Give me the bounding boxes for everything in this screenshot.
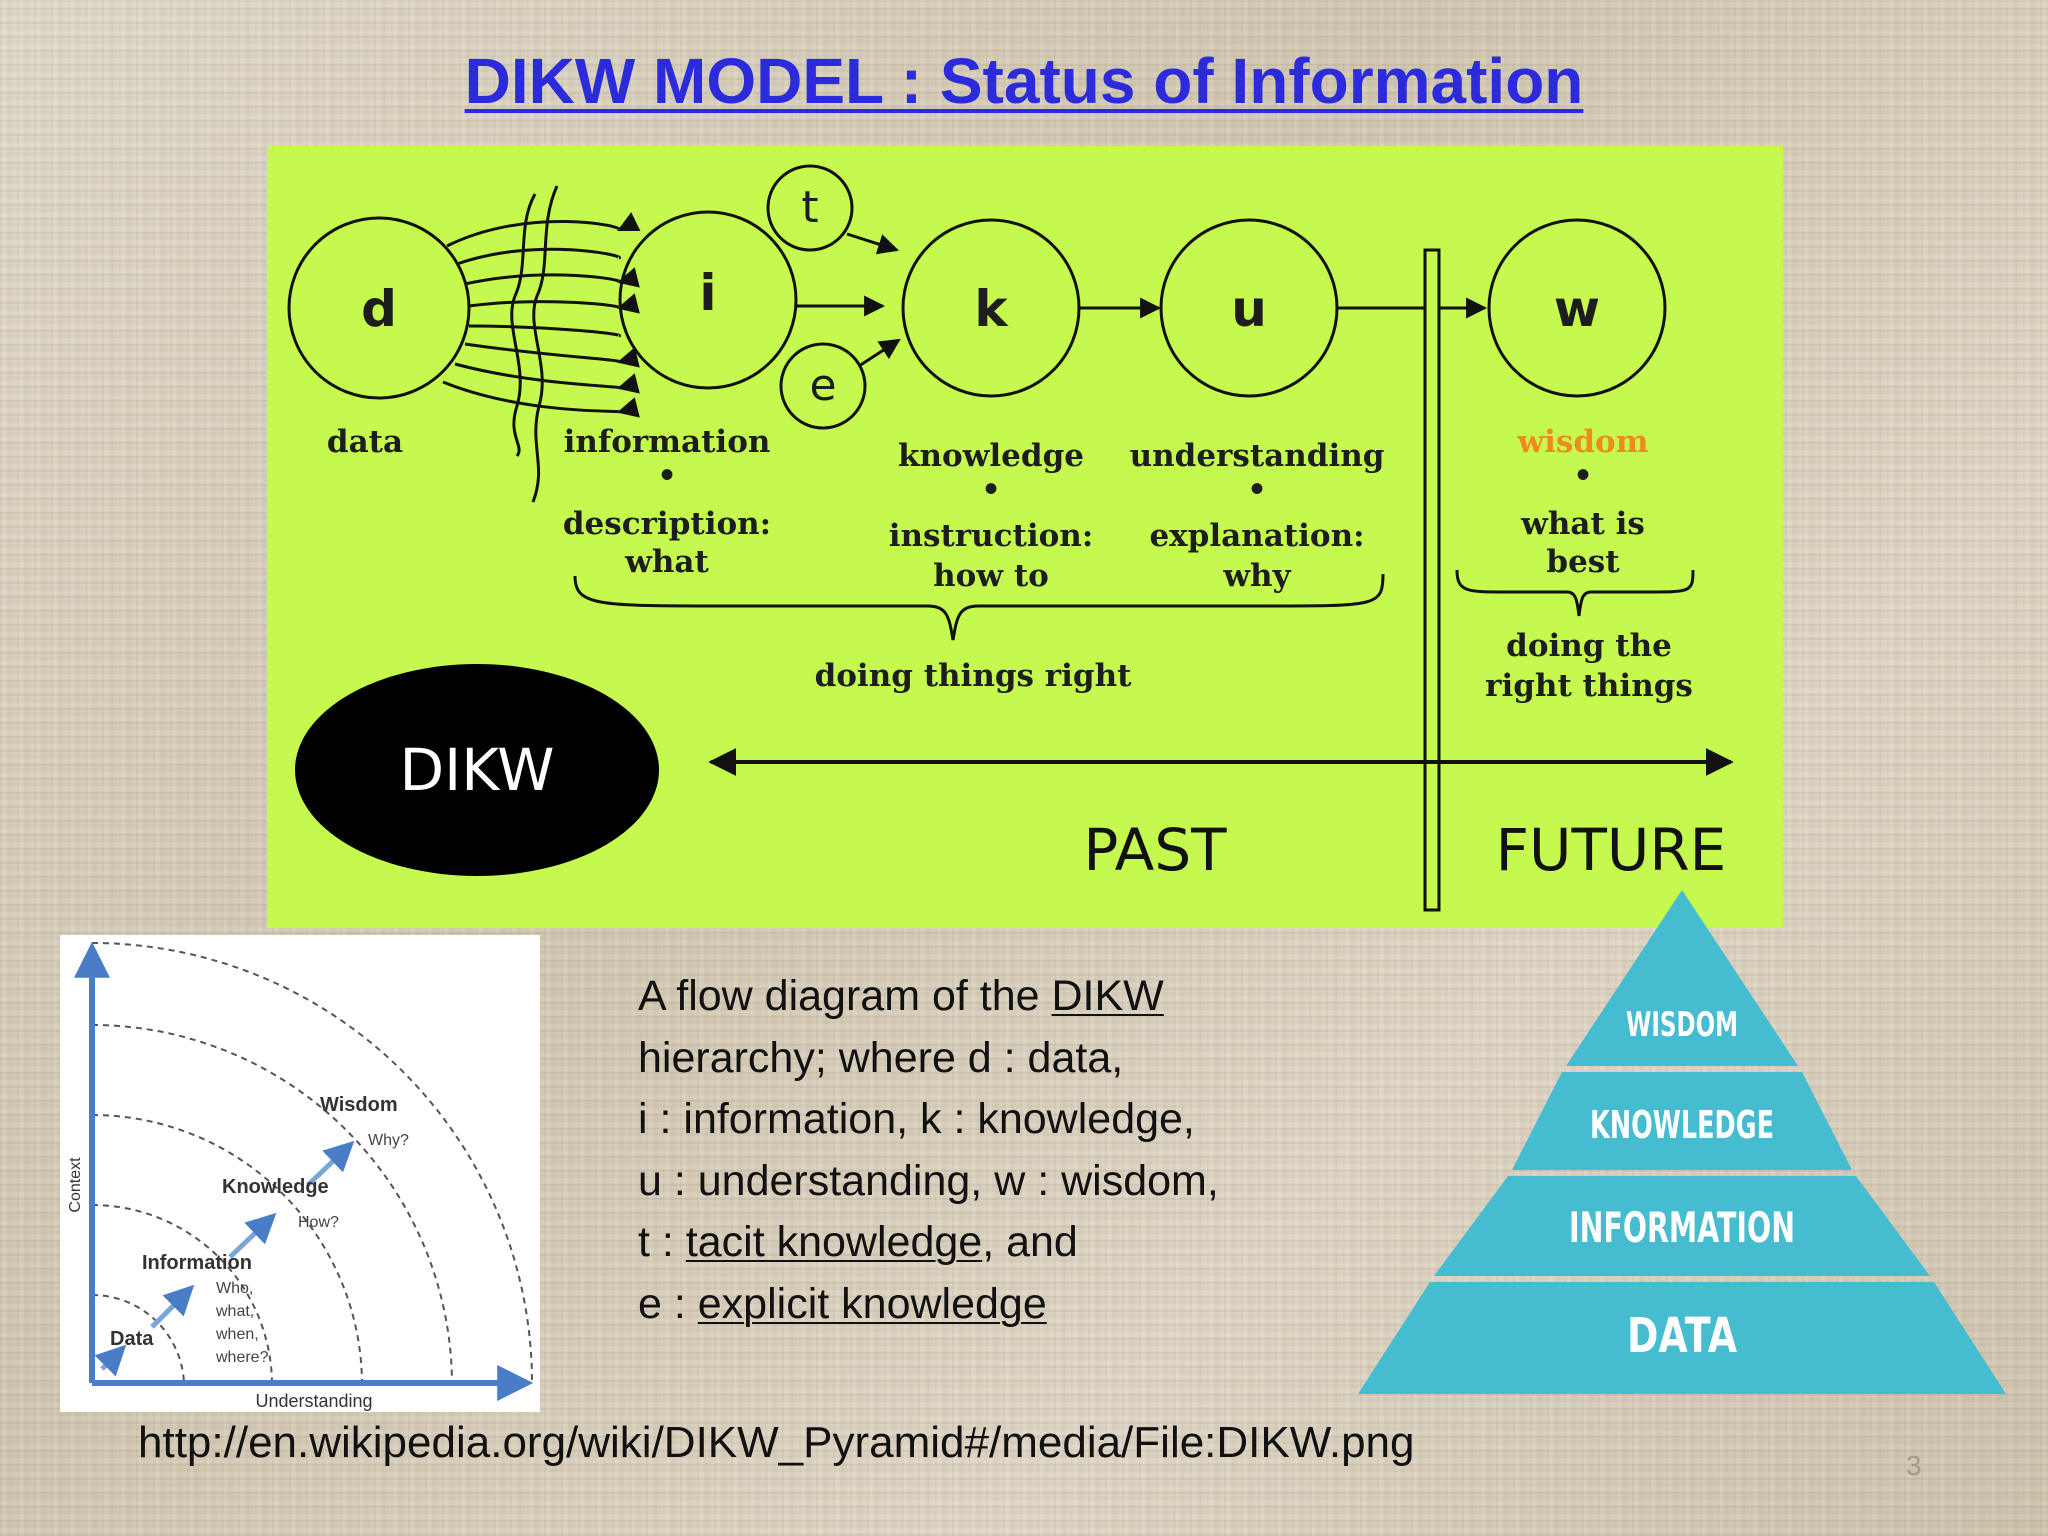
question-where: where?	[215, 1349, 269, 1366]
node-w-letter: w	[1554, 280, 1600, 338]
node-t-letter: t	[801, 182, 818, 233]
node-e-circle	[779, 342, 867, 430]
bullet-understanding: •	[1247, 472, 1267, 508]
node-i-letter: i	[699, 264, 716, 322]
level-wisdom: Wisdom	[320, 1094, 398, 1116]
caption-text: A flow diagram of the	[638, 972, 1052, 1020]
desc-wisdom-2: best	[1546, 544, 1620, 580]
node-k-letter: k	[974, 280, 1009, 338]
caption-line-1: A flow diagram of the DIKW	[638, 966, 1358, 1028]
pyramid-label-information: INFORMATION	[1569, 1203, 1795, 1252]
label-information: information	[564, 424, 771, 460]
caption-line-2: hierarchy; where d : data,	[638, 1033, 1124, 1082]
dikw-link[interactable]: DIKW	[1051, 972, 1164, 1020]
mini-chart-svg: Context Understanding Data Information K…	[67, 941, 534, 1411]
page-number: 3	[1906, 1450, 1922, 1481]
level-data: Data	[110, 1328, 154, 1350]
label-doing-the: doing the	[1506, 628, 1672, 664]
label-doing-things-right: doing things right	[815, 658, 1133, 694]
node-e-letter: e	[809, 360, 836, 411]
desc-knowledge-1: instruction:	[889, 518, 1094, 554]
level-information: Information	[142, 1252, 252, 1274]
x-axis-label: Understanding	[255, 1391, 372, 1411]
arrow-e-k	[858, 338, 901, 368]
pyramid-label-knowledge: KNOWLEDGE	[1590, 1103, 1774, 1147]
node-u-letter: u	[1231, 280, 1267, 338]
caption-text: e :	[638, 1279, 698, 1328]
pyramid-knowledge	[1512, 1072, 1852, 1170]
source-url[interactable]: http://en.wikipedia.org/wiki/DIKW_Pyrami…	[138, 1418, 1415, 1467]
caption-line-6: e : explicit knowledge	[638, 1274, 1358, 1336]
bullet-information: •	[657, 458, 677, 494]
arrow-t-k	[846, 232, 900, 255]
pyramid-wisdom	[1566, 890, 1798, 1066]
tacit-knowledge-link[interactable]: tacit knowledge	[685, 1218, 983, 1266]
question-when: when,	[215, 1326, 259, 1343]
dikw-context-understanding-chart: Context Understanding Data Information K…	[60, 935, 540, 1412]
node-t-circle	[766, 164, 854, 252]
bullet-knowledge: •	[981, 472, 1001, 508]
dikw-pyramid: WISDOM KNOWLEDGE INFORMATION DATA	[1352, 886, 2012, 1405]
label-knowledge: knowledge	[898, 438, 1084, 474]
flow-svg: d i t e k u	[287, 164, 1734, 912]
fan-arrows	[442, 185, 641, 503]
slide-title: DIKW MODEL : Status of Information	[464, 45, 1584, 117]
node-w-circle	[1487, 218, 1667, 398]
label-understanding: understanding	[1130, 438, 1385, 474]
dikw-flow-diagram: d i t e k u	[267, 146, 1783, 928]
node-d-circle	[287, 216, 471, 400]
desc-wisdom-1: what is	[1520, 506, 1645, 542]
caption-line-5: t : tacit knowledge, and	[638, 1212, 1358, 1274]
past-future-divider	[1423, 248, 1441, 912]
dikw-badge-text: DIKW	[399, 736, 554, 804]
question-who: Who,	[216, 1280, 253, 1297]
question-how: How?	[298, 1214, 339, 1231]
label-data: data	[327, 424, 403, 460]
pyramid-data	[1358, 1282, 2006, 1394]
caption-text: , and	[982, 1218, 1078, 1266]
label-wisdom: wisdom	[1516, 424, 1648, 460]
diagram-caption: A flow diagram of the DIKW hierarchy; wh…	[638, 966, 1358, 1335]
label-right-things: right things	[1485, 668, 1693, 704]
label-past: PAST	[1083, 816, 1227, 884]
label-future: FUTURE	[1496, 816, 1727, 884]
caption-text: t :	[638, 1218, 686, 1266]
desc-information-1: description:	[563, 506, 771, 542]
level-arrows	[94, 1140, 355, 1377]
pyramid-label-wisdom: WISDOM	[1626, 1005, 1738, 1045]
dikw-badge	[295, 664, 659, 876]
caption-line-3: i : information, k : knowledge,	[638, 1095, 1195, 1143]
brace-right-things	[1455, 569, 1695, 617]
brace-doing-right	[573, 573, 1385, 641]
node-i-circle	[618, 210, 798, 390]
y-axis-label: Context	[67, 1157, 84, 1213]
desc-knowledge-2: how to	[933, 558, 1049, 594]
pyramid-information	[1434, 1176, 1930, 1276]
pyramid-label-data: DATA	[1627, 1308, 1737, 1364]
pyramid-svg: WISDOM KNOWLEDGE INFORMATION DATA	[1358, 890, 2006, 1394]
explicit-knowledge-link[interactable]: explicit knowledge	[697, 1279, 1047, 1328]
caption-line-4: u : understanding, w : wisdom,	[638, 1156, 1219, 1205]
desc-understanding-2: why	[1222, 558, 1291, 594]
bullet-wisdom: •	[1573, 458, 1593, 494]
desc-information-2: what	[624, 544, 709, 580]
level-knowledge: Knowledge	[222, 1176, 329, 1198]
context-arcs	[91, 942, 533, 1384]
node-d-letter: d	[361, 280, 397, 338]
desc-understanding-1: explanation:	[1149, 518, 1364, 554]
question-what: what,	[215, 1303, 254, 1320]
question-why: Why?	[368, 1132, 409, 1149]
